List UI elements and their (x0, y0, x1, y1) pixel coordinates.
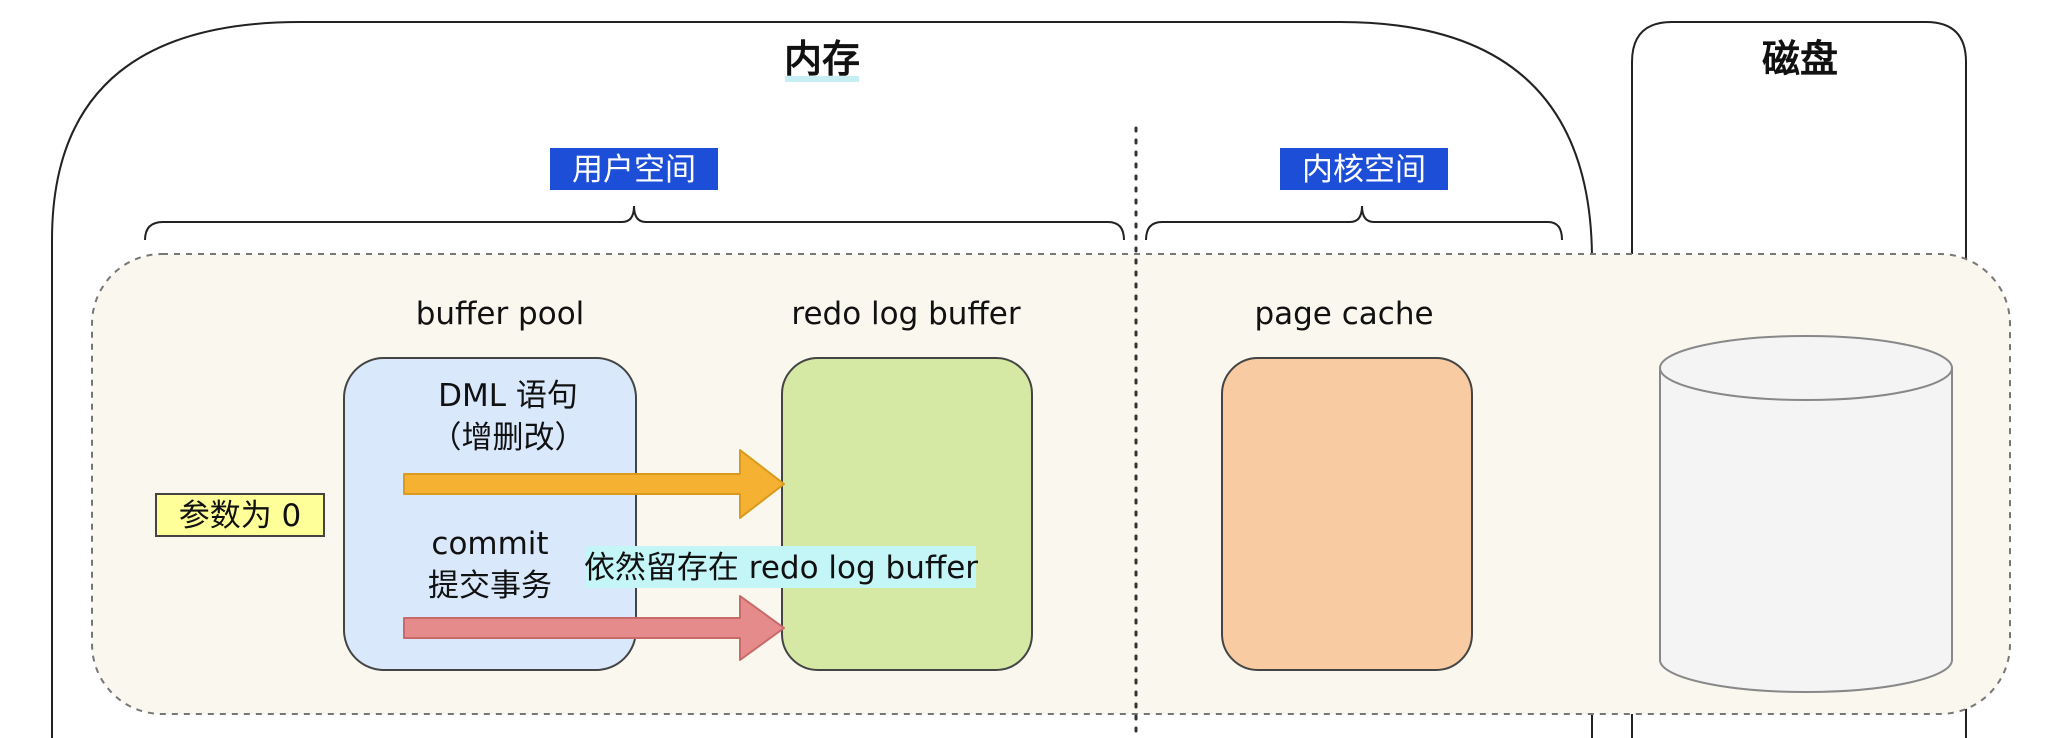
param-tag (155, 493, 325, 537)
user-space-label: 用户空间 (572, 152, 696, 188)
user-space-tag (550, 148, 718, 190)
memory-title: 内存 (784, 37, 860, 81)
stays-label-highlight (586, 546, 976, 588)
disk-title: 磁盘 (1762, 37, 1838, 81)
disk-cylinder-top (1659, 335, 1953, 401)
disk-cylinder-body (1659, 368, 1953, 693)
kernel-space-brace (1145, 205, 1563, 241)
disk-container (1631, 21, 1967, 738)
user-space-brace (144, 205, 1125, 241)
commit-line1: commit (431, 526, 548, 562)
dml-statement-line1: DML 语句 (438, 378, 578, 414)
page-cache-box (1221, 357, 1473, 671)
param-label: 参数为 0 (179, 498, 302, 534)
stays-in-buffer-label: 依然留存在 redo log buffer (584, 550, 978, 586)
buffer-pool-label: buffer pool (416, 296, 585, 332)
page-cache-label: page cache (1254, 296, 1433, 332)
kernel-space-tag (1280, 148, 1448, 190)
redo-log-buffer-label: redo log buffer (791, 296, 1021, 332)
dml-statement-line2: （增删改） (431, 420, 586, 456)
disk-cylinder-icon (1659, 335, 1953, 693)
commit-line2: 提交事务 (428, 568, 552, 604)
memory-container (51, 21, 1593, 738)
kernel-space-label: 内核空间 (1302, 152, 1426, 188)
commit-arrow (403, 595, 785, 661)
redo-log-buffer-box (781, 357, 1033, 671)
dml-arrow (403, 449, 785, 519)
memory-title-underline (785, 76, 859, 82)
buffer-pool-box (343, 357, 637, 671)
